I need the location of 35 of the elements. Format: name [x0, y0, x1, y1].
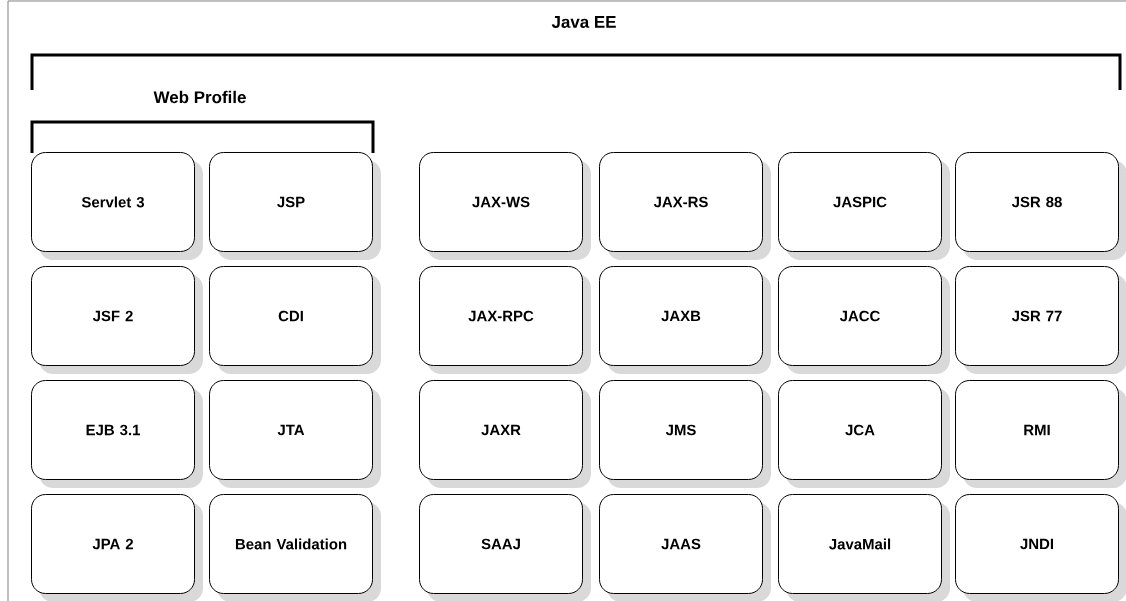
component-box: JAXR [419, 380, 583, 480]
node-label: Bean Validation [235, 538, 347, 550]
node-label: JAAS [661, 538, 701, 550]
component-box: EJB 3.1 [31, 380, 195, 480]
component-box: JMS [599, 380, 763, 480]
component-box: CDI [209, 266, 373, 366]
component-box: SAAJ [419, 494, 583, 594]
component-box: JAAS [599, 494, 763, 594]
component-box: JAX-WS [419, 152, 583, 252]
component-box: JavaMail [778, 494, 942, 594]
component-box: Servlet 3 [31, 152, 195, 252]
component-box: JASPIC [778, 152, 942, 252]
node-label: JPA 2 [92, 538, 134, 550]
node-label: JSR 88 [1011, 196, 1062, 208]
component-box: JPA 2 [31, 494, 195, 594]
component-box: JSF 2 [31, 266, 195, 366]
component-box: Bean Validation [209, 494, 373, 594]
node-label: SAAJ [481, 538, 520, 550]
component-box: JACC [778, 266, 942, 366]
component-box: JSP [209, 152, 373, 252]
heading: Web Profile [153, 90, 246, 104]
component-box: JSR 88 [955, 152, 1119, 252]
node-label: JNDI [1020, 538, 1054, 550]
node-label: RMI [1024, 424, 1050, 436]
component-box: JAX-RPC [419, 266, 583, 366]
component-box: JNDI [955, 494, 1119, 594]
node-label: JSR 77 [1011, 310, 1062, 322]
component-box: JAXB [599, 266, 763, 366]
heading: Java EE [551, 16, 616, 28]
component-box: JSR 77 [955, 266, 1119, 366]
component-box: RMI [955, 380, 1119, 480]
component-box: JCA [778, 380, 942, 480]
node-label: JavaMail [829, 538, 891, 550]
component-box: JTA [209, 380, 373, 480]
component-box: JAX-RS [599, 152, 763, 252]
